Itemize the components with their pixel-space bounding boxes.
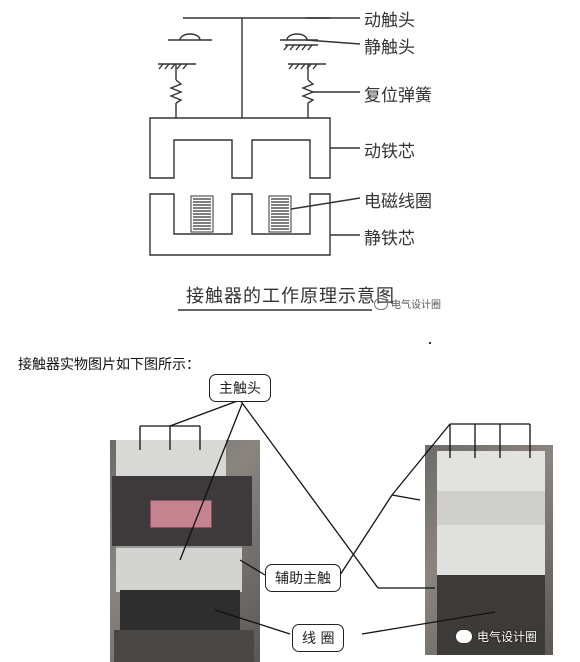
label-moving-core: 动铁芯 <box>364 142 415 162</box>
contactor-photo-left <box>110 440 260 662</box>
wechat-icon <box>455 629 473 644</box>
schematic-watermark: 电气设计圈 <box>374 296 441 311</box>
label-reset-spring: 复位弹簧 <box>364 86 432 106</box>
callout-aux-contact: 辅助主触 <box>265 564 341 592</box>
base-left <box>114 630 254 662</box>
label-coil: 电磁线圈 <box>364 192 432 212</box>
lower-body-right <box>437 575 545 655</box>
top-terminal-block-right <box>437 451 545 491</box>
photo-watermark-text: 电气设计圈 <box>477 630 538 644</box>
label-static-contact: 静触头 <box>364 38 415 58</box>
schematic-caption: 接触器的工作原理示意图 <box>186 286 395 307</box>
label-plate-right <box>437 491 545 525</box>
callout-main-contact: 主触头 <box>209 374 271 402</box>
callout-coil: 线 圈 <box>292 624 345 652</box>
aux-terminal-block-left <box>116 546 242 592</box>
label-moving-contact: 动触头 <box>364 11 415 31</box>
stray-dot <box>429 342 431 344</box>
photo-watermark: 电气设计圈 <box>455 628 537 645</box>
intro-text: 接触器实物图片如下图所示： <box>18 357 200 373</box>
watermark-text: 电气设计圈 <box>391 300 441 311</box>
contactor-schematic <box>149 17 372 311</box>
wechat-icon <box>374 297 388 310</box>
terminal-screws-left <box>120 590 240 630</box>
label-static-core: 静铁芯 <box>364 229 415 249</box>
mid-terminal-block-right <box>437 525 545 575</box>
